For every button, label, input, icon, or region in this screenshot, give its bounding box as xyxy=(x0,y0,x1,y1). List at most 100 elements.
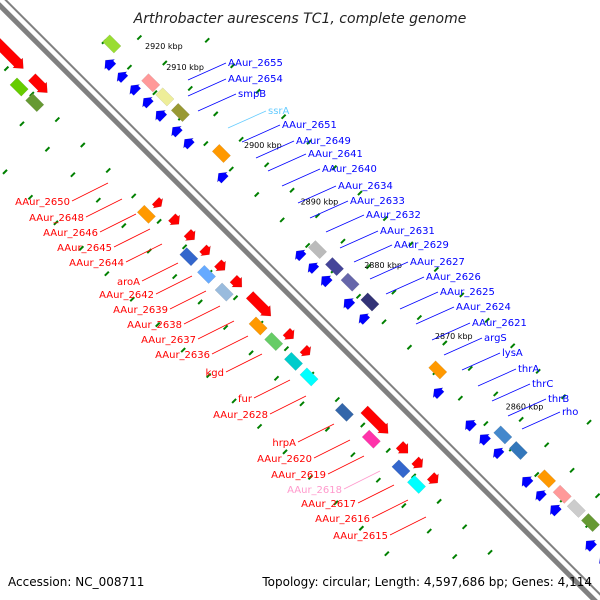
gene-label-bottom: AAur_2648 xyxy=(29,213,84,224)
gene-label-leader xyxy=(389,516,427,536)
reverse-gene-box xyxy=(580,513,600,533)
reverse-gene-arrow xyxy=(104,59,117,72)
gene-label-top: smpB xyxy=(238,89,266,100)
tick-dot xyxy=(70,171,76,178)
forward-gene-arrow xyxy=(0,37,24,69)
tick-dot xyxy=(254,191,260,198)
reverse-gene-arrow xyxy=(343,298,356,311)
gene-label-leader xyxy=(353,244,393,263)
forward-gene-arrow xyxy=(27,73,48,93)
gene-label-bottom: AAur_2646 xyxy=(43,228,98,239)
gene-label-leader xyxy=(327,455,365,475)
tick-dot xyxy=(350,452,356,458)
gene-label-leader xyxy=(297,185,337,204)
forward-gene-box xyxy=(391,459,411,479)
gene-label-top: thrC xyxy=(532,379,553,390)
tick-dot xyxy=(129,296,135,302)
gene-label-leader xyxy=(211,335,249,355)
tick-dot xyxy=(283,345,290,352)
tick-dot xyxy=(2,169,8,175)
tick-dot xyxy=(467,365,473,372)
gene-label-leader xyxy=(187,78,227,97)
reverse-gene-box xyxy=(170,102,190,123)
gene-label-leader xyxy=(113,228,151,248)
tick-dot xyxy=(121,222,127,229)
reverse-gene-box xyxy=(428,360,448,380)
forward-gene-box xyxy=(334,402,354,422)
gene-label-top: ssrA xyxy=(268,106,290,117)
reverse-gene-box xyxy=(508,440,528,461)
tick-dot xyxy=(586,419,592,425)
gene-labels-layer: AAur_2655AAur_2654smpBssrAAAur_2651AAur_… xyxy=(15,58,578,542)
forward-gene-arrow xyxy=(183,228,196,241)
tick-dot xyxy=(375,477,382,483)
tick-dot xyxy=(263,162,270,168)
reverse-gene-arrow xyxy=(294,249,307,262)
forward-gene-box xyxy=(248,316,268,336)
tick-dot xyxy=(105,167,111,174)
gene-label-leader xyxy=(125,243,163,263)
forward-gene-box xyxy=(179,247,199,267)
tick-dot xyxy=(484,317,490,324)
gene-label-bottom: hrpA xyxy=(272,438,296,449)
tick-dot xyxy=(197,299,203,305)
tick-dot xyxy=(594,493,600,499)
gene-label-leader xyxy=(371,499,409,519)
tick-dot xyxy=(95,197,102,203)
gene-label-leader xyxy=(443,337,483,356)
tick-dot xyxy=(152,89,158,96)
tick-dot xyxy=(436,498,442,505)
tick-dot xyxy=(187,85,193,92)
reverse-gene-arrow xyxy=(116,71,129,84)
gene-label-leader xyxy=(183,305,221,325)
gene-label-bottom: AAur_2645 xyxy=(57,243,112,254)
forward-gene-arrow xyxy=(426,472,439,485)
gene-label-top: AAur_2634 xyxy=(338,181,393,192)
tick-dot xyxy=(381,319,387,325)
gene-label-top: AAur_2640 xyxy=(322,164,377,175)
forward-gene-arrow xyxy=(282,327,295,340)
gene-label-top: thrB xyxy=(548,394,569,405)
tick-dot xyxy=(255,88,261,94)
forward-gene-arrow xyxy=(167,213,181,226)
tick-dot xyxy=(155,321,161,328)
gene-label-leader xyxy=(313,439,351,459)
tick-dot xyxy=(231,398,237,404)
reverse-gene-arrow xyxy=(479,433,492,446)
forward-gene-arrow xyxy=(213,259,226,272)
reverse-gene-box xyxy=(324,257,345,277)
gene-label-bottom: aroA xyxy=(117,277,140,288)
gene-label-bottom: AAur_2618 xyxy=(287,485,342,496)
gene-label-leader xyxy=(155,275,193,295)
tick-dot xyxy=(222,324,229,331)
forward-gene-box xyxy=(9,77,29,97)
tick-dot xyxy=(334,396,341,403)
reverse-gene-arrow xyxy=(142,96,154,109)
tick-dot xyxy=(279,217,285,223)
reverse-gene-box xyxy=(566,498,586,518)
reverse-gene-box xyxy=(340,272,360,292)
tick-dot xyxy=(307,474,314,481)
topology-text: Topology: circular; Length: 4,597,686 bp… xyxy=(261,575,592,589)
reverse-gene-arrow xyxy=(432,387,445,400)
tick-dot xyxy=(406,344,413,350)
reverse-gene-arrow xyxy=(464,419,477,432)
gene-label-top: argS xyxy=(484,333,507,344)
tick-label: 2900 kbp xyxy=(244,141,282,150)
tick-dots-layer xyxy=(2,34,600,560)
tick-dot xyxy=(229,63,236,69)
tick-dot xyxy=(384,551,390,557)
gene-label-bottom: AAur_2628 xyxy=(213,410,268,421)
gene-label-leader xyxy=(85,198,123,218)
tick-label: 2920 kbp xyxy=(145,42,183,51)
gene-label-leader xyxy=(339,230,379,249)
reverse-gene-box xyxy=(552,484,572,504)
tick-dot xyxy=(80,142,86,148)
tick-dot xyxy=(280,114,287,120)
tick-dot xyxy=(360,422,366,428)
gene-label-bottom: fur xyxy=(238,394,253,405)
forward-gene-box xyxy=(283,351,304,371)
gene-label-leader xyxy=(431,322,471,341)
gene-label-bottom: AAur_2616 xyxy=(315,514,370,525)
gene-label-top: AAur_2654 xyxy=(228,74,283,85)
